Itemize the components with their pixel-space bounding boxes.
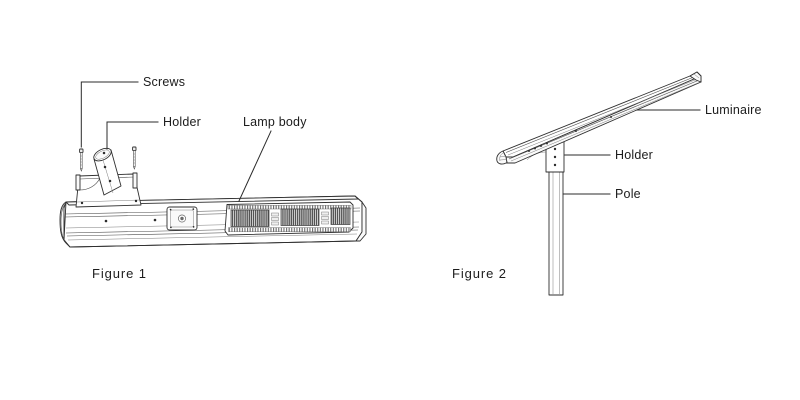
holder-fixing-point xyxy=(108,179,112,183)
lamp-body xyxy=(59,195,367,248)
callout-label-holder: Holder xyxy=(163,115,201,129)
fin-band-bottom xyxy=(228,227,351,232)
screw-right xyxy=(132,146,137,170)
figure-2: Luminaire Holder Pole Figure 2 xyxy=(452,71,762,296)
pole xyxy=(548,159,564,296)
callout-label-holder-2: Holder xyxy=(615,148,653,162)
holder-fixing-point xyxy=(103,165,107,169)
luminaire-detail-dot xyxy=(528,150,530,152)
luminaire-detail-dot xyxy=(575,130,577,132)
luminaire-detail-dot xyxy=(610,116,612,118)
luminaire-detail-dot xyxy=(534,147,536,150)
holder-assembly xyxy=(75,147,142,208)
bracket-bolt xyxy=(553,163,557,167)
callout-label-pole: Pole xyxy=(615,187,641,201)
bracket-bolt xyxy=(553,147,557,151)
led-panel xyxy=(330,207,351,225)
led-panel xyxy=(280,208,320,226)
figure-1-caption: Figure 1 xyxy=(92,266,147,281)
led-panel-divider xyxy=(321,211,329,225)
luminaire-detail-dot xyxy=(540,145,542,147)
led-panel xyxy=(230,209,270,227)
leader-line-lamp-body xyxy=(238,130,272,202)
holder-base-fixing xyxy=(80,201,84,205)
sensor-box xyxy=(166,206,198,231)
leader-line-holder xyxy=(106,121,159,150)
leader-line-screws xyxy=(80,81,139,148)
luminaire-detail-dot xyxy=(546,142,548,145)
figure-2-caption: Figure 2 xyxy=(452,266,507,281)
bracket-bolt xyxy=(553,155,557,159)
holder-fixing-point xyxy=(102,151,106,155)
luminaire xyxy=(496,71,702,165)
led-compartment xyxy=(224,201,354,236)
callout-label-luminaire: Luminaire xyxy=(705,103,762,117)
callout-label-screws: Screws xyxy=(143,75,185,89)
screw-left xyxy=(79,148,84,172)
callout-label-lamp-body: Lamp body xyxy=(243,115,307,129)
led-panel-divider xyxy=(271,212,279,226)
housing-fixing-point xyxy=(153,218,157,222)
housing-fixing-point xyxy=(104,219,108,223)
figure-1: Screws Holder Lamp body Figure 1 xyxy=(59,75,367,281)
holder-base-fixing xyxy=(134,199,138,203)
